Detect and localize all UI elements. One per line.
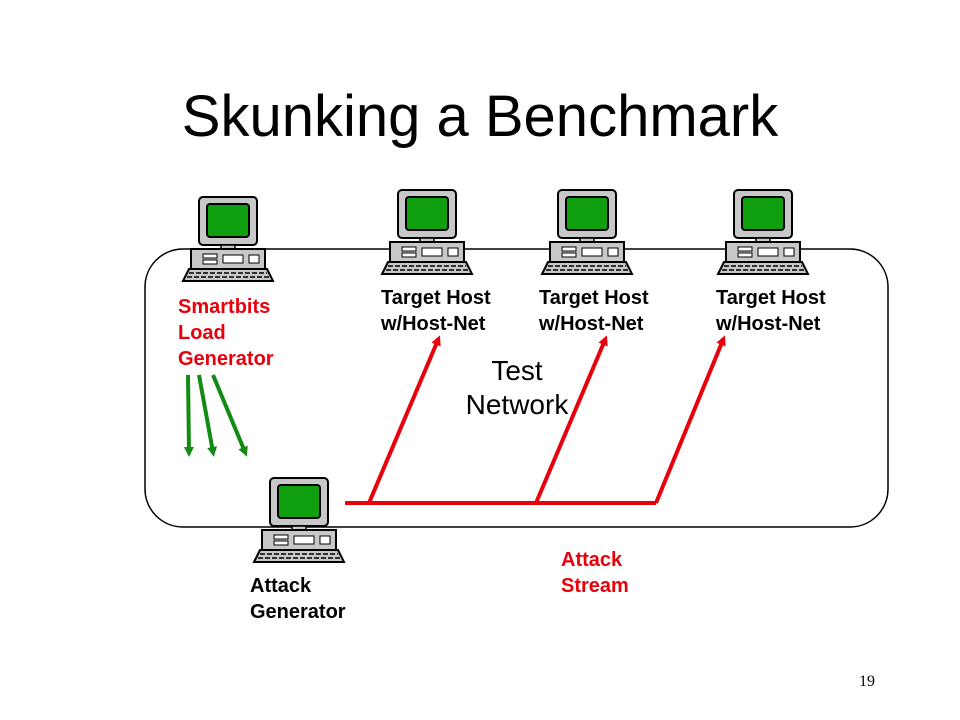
- smartbits-computer-icon: [182, 196, 274, 282]
- load-arrow-2: [197, 374, 218, 457]
- attack-stream-label: Attack Stream: [561, 549, 629, 597]
- test-network-boundary: [144, 248, 889, 528]
- attack-generator-computer-icon: [253, 477, 345, 563]
- load-arrow-3: [211, 374, 248, 457]
- target-host-1-label: Target Host w/Host-Net: [381, 287, 491, 335]
- attack-arrow-2: [534, 335, 608, 504]
- smartbits-label: Smartbits Load Generator: [178, 296, 274, 370]
- attack-arrow-1: [367, 335, 441, 504]
- test-network-label: Test Network: [465, 355, 569, 420]
- attack-generator-label: Attack Generator: [250, 575, 346, 623]
- page-number: 19: [859, 673, 875, 690]
- target-host-3-label: Target Host w/Host-Net: [716, 287, 826, 335]
- target-host-2-computer-icon: [541, 189, 633, 275]
- target-host-2-label: Target Host w/Host-Net: [539, 287, 649, 335]
- load-arrow-1: [183, 374, 194, 457]
- target-host-1-computer-icon: [381, 189, 473, 275]
- attack-arrow-3: [654, 335, 726, 504]
- slide-title: Skunking a Benchmark: [181, 84, 779, 149]
- target-host-3-computer-icon: [717, 189, 809, 275]
